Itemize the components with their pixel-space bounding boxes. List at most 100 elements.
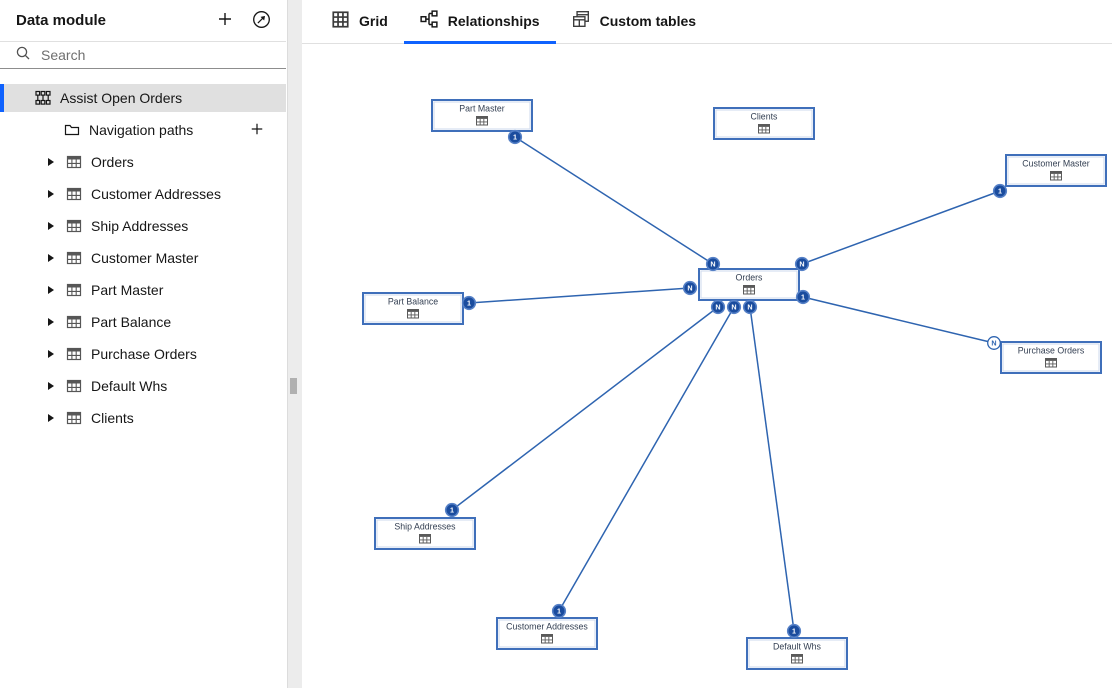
- diagram-node-part_balance[interactable]: Part Balance: [362, 292, 464, 325]
- grid-icon: [332, 10, 349, 31]
- relationship-line-orders-default_whs[interactable]: [749, 306, 795, 632]
- sidebar-table-orders[interactable]: Orders: [0, 146, 286, 178]
- cardinality-badge-1[interactable]: 1: [461, 295, 477, 311]
- expand-caret-icon[interactable]: [47, 157, 57, 167]
- table-icon: [66, 410, 82, 426]
- table-label: Part Balance: [91, 314, 172, 330]
- sidebar-table-purchase-orders[interactable]: Purchase Orders: [0, 338, 286, 370]
- sidebar-table-part-master[interactable]: Part Master: [0, 274, 286, 306]
- table-icon: [66, 218, 82, 234]
- sidebar-table-clients[interactable]: Clients: [0, 402, 286, 434]
- cardinality-label: N: [991, 339, 996, 348]
- expand-caret-icon[interactable]: [47, 221, 57, 231]
- sidebar-table-ship-addresses[interactable]: Ship Addresses: [0, 210, 286, 242]
- sidebar-table-customer-addresses[interactable]: Customer Addresses: [0, 178, 286, 210]
- cardinality-badge-n[interactable]: N: [682, 280, 698, 296]
- expand-caret-icon[interactable]: [47, 349, 57, 359]
- diagram-node-default_whs[interactable]: Default Whs: [746, 637, 848, 670]
- cardinality-badge-1[interactable]: 1: [992, 183, 1008, 199]
- search-input[interactable]: [41, 43, 286, 67]
- add-icon: [250, 122, 264, 139]
- panel-splitter[interactable]: [287, 0, 302, 688]
- expand-caret-icon[interactable]: [47, 189, 57, 199]
- expand-caret-icon[interactable]: [47, 253, 57, 263]
- cardinality-badge-n[interactable]: N: [705, 256, 721, 272]
- table-label: Customer Addresses: [91, 186, 221, 202]
- relationship-line-orders-customer_addresses[interactable]: [558, 306, 735, 612]
- cardinality-badge-1[interactable]: 1: [786, 623, 802, 639]
- table-label: Customer Master: [91, 250, 199, 266]
- node-label: Ship Addresses: [394, 522, 456, 532]
- cardinality-label: 1: [467, 299, 471, 308]
- expand-caret-icon[interactable]: [47, 381, 57, 391]
- cardinality-badge-1[interactable]: 1: [444, 502, 460, 518]
- expand-caret-icon[interactable]: [47, 285, 57, 295]
- diagram-node-clients[interactable]: Clients: [713, 107, 815, 140]
- relationship-line-orders-ship_addresses[interactable]: [451, 306, 719, 511]
- sidebar-table-customer-master[interactable]: Customer Master: [0, 242, 286, 274]
- tab-relationships[interactable]: Relationships: [403, 0, 556, 44]
- table-icon: [66, 346, 82, 362]
- node-label: Part Balance: [388, 297, 438, 307]
- relationship-line-part_master-orders[interactable]: [514, 136, 714, 265]
- diagram-node-ship_addresses[interactable]: Ship Addresses: [374, 517, 476, 550]
- table-icon: [407, 309, 419, 319]
- explore-relationships-button[interactable]: [250, 10, 272, 32]
- cardinality-label: N: [715, 303, 720, 312]
- cardinality-label: N: [747, 303, 752, 312]
- compass-icon: [252, 10, 271, 32]
- relationship-line-orders-purchase_orders[interactable]: [802, 296, 995, 344]
- add-source-button[interactable]: [214, 10, 236, 32]
- sidebar-table-part-balance[interactable]: Part Balance: [0, 306, 286, 338]
- table-icon: [1050, 171, 1062, 181]
- relationship-line-customer_master-orders[interactable]: [801, 190, 1001, 265]
- tree-item-label: Assist Open Orders: [60, 90, 183, 106]
- diagram-node-customer_master[interactable]: Customer Master: [1005, 154, 1107, 187]
- sidebar-scrollbar[interactable]: [290, 378, 297, 394]
- table-icon: [743, 285, 755, 295]
- expand-caret-icon[interactable]: [47, 413, 57, 423]
- tree-item-module[interactable]: Assist Open Orders: [0, 84, 286, 112]
- cardinality-label: N: [710, 260, 715, 269]
- table-icon: [66, 250, 82, 266]
- diagram-node-orders[interactable]: Orders: [698, 268, 800, 301]
- tab-label: Custom tables: [599, 12, 697, 29]
- cardinality-badge-n[interactable]: N: [726, 299, 742, 315]
- tab-custom-tables[interactable]: Custom tables: [556, 0, 712, 44]
- diagram-node-purchase_orders[interactable]: Purchase Orders: [1000, 341, 1102, 374]
- data-module-icon: [35, 90, 51, 106]
- table-icon: [66, 314, 82, 330]
- sidebar: Data module: [0, 0, 286, 688]
- expand-caret-icon[interactable]: [47, 317, 57, 327]
- relationship-line-part_balance-orders[interactable]: [468, 287, 691, 304]
- cardinality-label: N: [799, 260, 804, 269]
- search-icon: [15, 45, 31, 66]
- table-label: Orders: [91, 154, 134, 170]
- cardinality-badge-1[interactable]: 1: [795, 289, 811, 305]
- table-icon: [476, 116, 488, 126]
- cardinality-badge-n[interactable]: N: [794, 256, 810, 272]
- cardinality-badge-n[interactable]: N: [742, 299, 758, 315]
- table-icon: [66, 154, 82, 170]
- sidebar-table-default-whs[interactable]: Default Whs: [0, 370, 286, 402]
- cardinality-badge-n[interactable]: N: [987, 336, 1001, 350]
- add-navigation-path-button[interactable]: [246, 119, 268, 141]
- tab-label: Relationships: [447, 12, 540, 29]
- cardinality-badge-1[interactable]: 1: [507, 129, 523, 145]
- cardinality-label: 1: [450, 506, 454, 515]
- tab-grid[interactable]: Grid: [316, 0, 404, 44]
- table-label: Part Master: [91, 282, 164, 298]
- cardinality-badge-1[interactable]: 1: [551, 603, 567, 619]
- tree-item-navigation-paths[interactable]: Navigation paths: [0, 116, 286, 144]
- diagram-node-customer_addresses[interactable]: Customer Addresses: [496, 617, 598, 650]
- search-field[interactable]: [0, 42, 286, 69]
- node-label: Default Whs: [773, 642, 822, 652]
- diagram-node-part_master[interactable]: Part Master: [431, 99, 533, 132]
- cardinality-label: 1: [998, 187, 1002, 196]
- cardinality-badge-n[interactable]: N: [710, 299, 726, 315]
- table-label: Purchase Orders: [91, 346, 197, 362]
- node-label: Purchase Orders: [1018, 346, 1085, 356]
- sidebar-header: Data module: [0, 0, 286, 42]
